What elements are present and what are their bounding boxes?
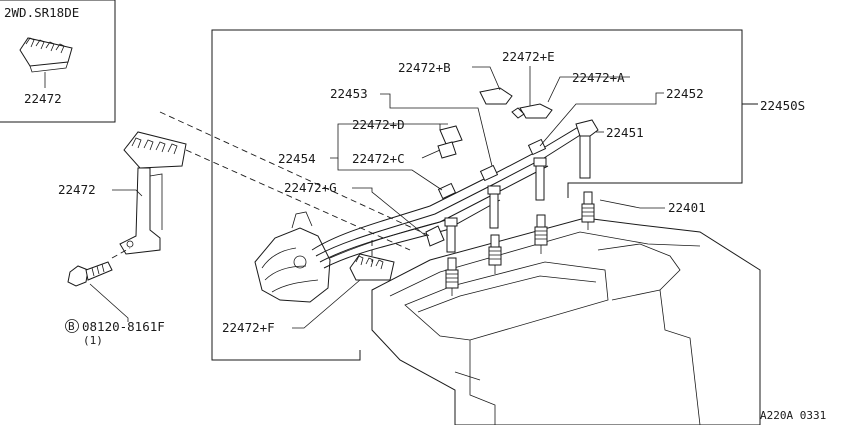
inset-clip-icon xyxy=(19,37,73,73)
bracket-22472 xyxy=(119,131,187,255)
distributor-cap xyxy=(254,211,331,303)
label-22453: 22453 xyxy=(330,86,368,101)
wire-clips xyxy=(425,87,553,247)
part-labels: 22472+E 22472+B 22453 22472+A 22452 2245… xyxy=(58,49,805,335)
dashed-leaders xyxy=(111,111,431,262)
leader-lines xyxy=(89,66,665,329)
plug-boot xyxy=(444,217,458,253)
plug-boot xyxy=(487,185,501,229)
bolt-part-number: 08120-8161F xyxy=(82,319,165,334)
inset-part-label: 22472 xyxy=(24,91,62,106)
label-22472-c: 22472+C xyxy=(352,151,405,166)
engine-block xyxy=(371,217,761,425)
bolt-quantity: (1) xyxy=(83,334,103,347)
plug-boot xyxy=(575,119,599,179)
assembly-frame xyxy=(211,29,758,361)
inset-panel: 2WD.SR18DE 22472 xyxy=(0,0,116,123)
label-22454: 22454 xyxy=(278,151,316,166)
harness-holder-f xyxy=(349,253,395,281)
label-22472-f: 22472+F xyxy=(222,320,275,335)
spark-plug xyxy=(534,214,548,254)
label-22472-b: 22472+B xyxy=(398,60,451,75)
label-22472-e: 22472+E xyxy=(502,49,555,64)
label-22472-bracket: 22472 xyxy=(58,182,96,197)
inset-variant-label: 2WD.SR18DE xyxy=(4,5,79,20)
label-22452: 22452 xyxy=(666,86,704,101)
plug-boot-group xyxy=(444,119,599,253)
label-22450s: 22450S xyxy=(760,98,805,113)
diagram-code: A220A 0331 xyxy=(760,409,826,422)
label-22472-a: 22472+A xyxy=(572,70,625,85)
label-22472-d: 22472+D xyxy=(352,117,405,132)
spark-plug xyxy=(445,257,459,296)
spark-plug xyxy=(488,234,502,274)
bolt-label: B 08120-8161F (1) xyxy=(65,319,165,347)
label-22451: 22451 xyxy=(606,125,644,140)
plug-boot xyxy=(533,157,547,201)
spark-plug xyxy=(581,191,595,230)
bolt-08120-8161f xyxy=(67,261,113,287)
bolt-symbol: B xyxy=(68,320,75,333)
label-22472-g: 22472+G xyxy=(284,180,337,195)
spark-plug-group xyxy=(445,191,595,296)
label-22401: 22401 xyxy=(668,200,706,215)
